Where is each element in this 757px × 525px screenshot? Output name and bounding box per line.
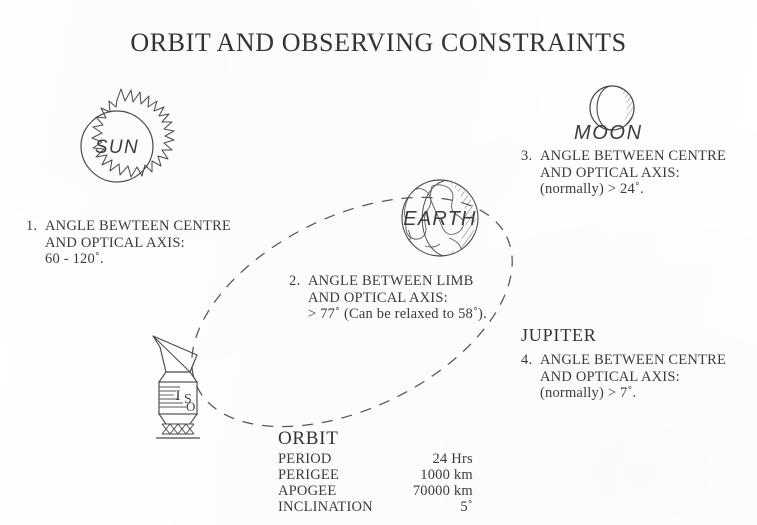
- table-row: PERIGEE 1000 km: [278, 467, 473, 484]
- constraint-2: 2. ANGLE BETWEEN LIMB AND OPTICAL AXIS: >…: [289, 273, 487, 323]
- orbit-value-apogee: 70000 km: [412, 483, 473, 499]
- satellite-label-o: O: [186, 399, 195, 414]
- satellite-sunshade: [152, 335, 198, 373]
- orbit-key-perigee: PERIGEE: [278, 467, 340, 483]
- constraint-4: 4. ANGLE BETWEEN CENTRE AND OPTICAL AXIS:…: [521, 352, 726, 402]
- constraint-1-line3: 60 - 120˚.: [45, 251, 104, 267]
- constraint-1-line2: AND OPTICAL AXIS:: [45, 234, 185, 251]
- sun-rays-icon: [91, 88, 175, 178]
- moon-caption: MOON: [574, 122, 643, 144]
- table-row: APOGEE 70000 km: [278, 483, 473, 500]
- table-row: INCLINATION 5˚: [278, 499, 473, 516]
- earth-drawing: EARTH: [401, 179, 479, 257]
- constraint-2-line3: > 77˚ (Can be relaxed to 58˚).: [308, 306, 487, 322]
- page-title: ORBIT AND OBSERVING CONSTRAINTS: [130, 28, 627, 57]
- sun-label: SUN: [95, 137, 139, 158]
- satellite-drawing: I S O: [152, 335, 200, 439]
- constraint-1: 1. ANGLE BEWTEEN CENTRE AND OPTICAL AXIS:…: [26, 218, 231, 268]
- orbit-value-inclination: 5˚: [460, 499, 473, 515]
- constraint-3-number: 3.: [521, 148, 533, 164]
- satellite-body-lines: [159, 386, 186, 408]
- moon-terminator: [596, 85, 613, 131]
- constraint-4-line3: (normally) > 7˚.: [540, 385, 637, 401]
- constraint-4-line1: ANGLE BETWEEN CENTRE: [540, 352, 727, 368]
- orbit-key-apogee: APOGEE: [278, 483, 337, 499]
- earth-disc: [401, 179, 479, 257]
- constraint-2-number: 2.: [289, 273, 301, 289]
- table-row: PERIOD 24 Hrs: [278, 451, 473, 468]
- constraint-3: 3. ANGLE BETWEEN CENTRE AND OPTICAL AXIS:…: [521, 148, 726, 198]
- satellite-label: I: [176, 388, 181, 404]
- moon-drawing: [589, 85, 635, 131]
- orbit-key-period: PERIOD: [278, 451, 332, 467]
- orbit-table-title: ORBIT: [278, 428, 339, 449]
- orbit-key-inclination: INCLINATION: [278, 499, 373, 515]
- sun-drawing: SUN: [80, 88, 175, 183]
- earth-shading: [444, 181, 476, 256]
- moon-shading: [612, 86, 634, 130]
- jupiter-caption: JUPITER: [521, 325, 597, 345]
- constraint-3-line3: (normally) > 24˚.: [540, 181, 644, 197]
- constraint-4-line2: AND OPTICAL AXIS:: [540, 368, 680, 385]
- orbit-parameters: ORBIT PERIOD 24 Hrs PERIGEE 1000 km APOG…: [278, 428, 473, 516]
- orbit-value-perigee: 1000 km: [420, 467, 473, 483]
- constraint-4-number: 4.: [521, 352, 533, 368]
- constraint-3-line1: ANGLE BETWEEN CENTRE: [540, 148, 727, 164]
- constraint-2-line2: AND OPTICAL AXIS:: [308, 289, 448, 306]
- orbit-table: PERIOD 24 Hrs PERIGEE 1000 km APOGEE 700…: [278, 451, 473, 516]
- sun-disc: [80, 110, 154, 183]
- satellite-truss: [161, 423, 195, 435]
- earth-label: EARTH: [403, 208, 476, 230]
- constraint-1-line1: ANGLE BEWTEEN CENTRE: [45, 218, 232, 234]
- constraint-1-number: 1.: [26, 218, 38, 234]
- orbit-value-period: 24 Hrs: [432, 451, 473, 467]
- satellite-label-s: S: [184, 392, 192, 407]
- constraint-3-line2: AND OPTICAL AXIS:: [540, 164, 680, 181]
- constraint-2-line1: ANGLE BETWEEN LIMB: [308, 273, 474, 289]
